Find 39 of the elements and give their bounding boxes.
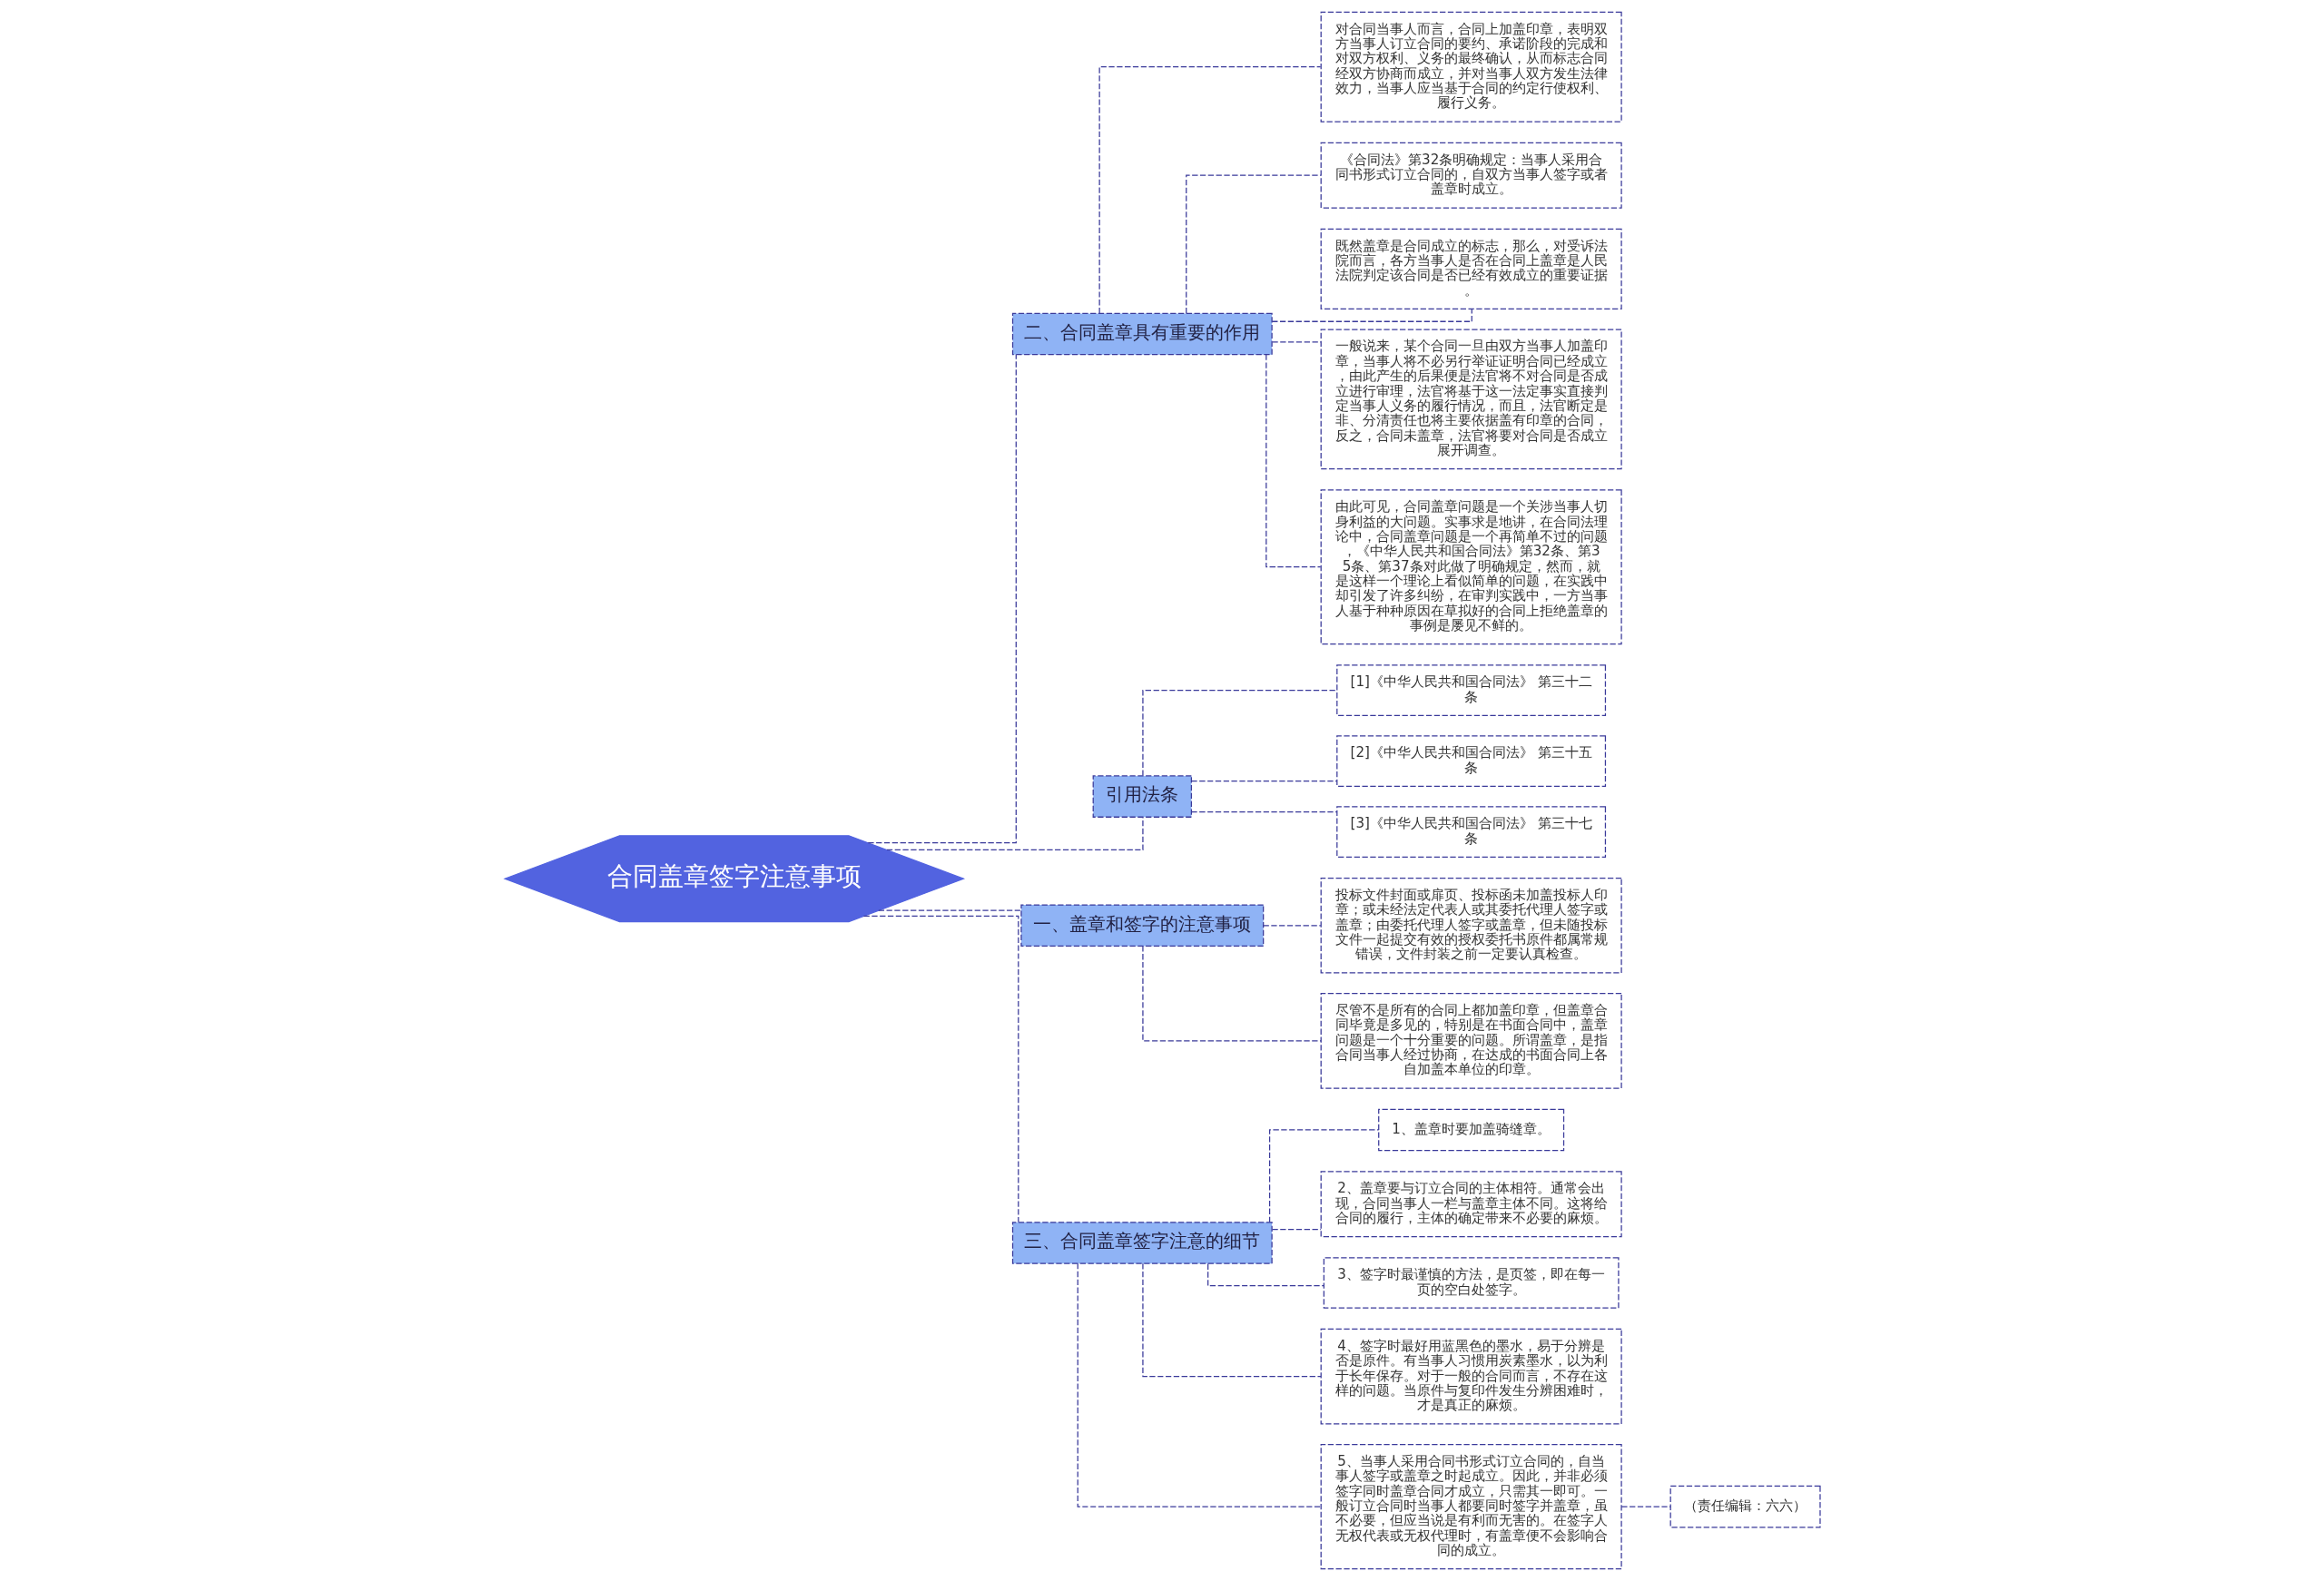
node-box: 5、当事人采用合同书形式订立合同的，自当事人签字或盖章之时起成立。因此，并非必须签字同时盖章合同才成立，只需其一即可。一般订立合同时当事人都要同时签字并盖章，虽不必要，但应当说是有利而无害的。在签字人无权代表或无权代理时，有盖章便不会影响合同的成立。 — [1320, 1443, 1622, 1570]
node-box: 1、盖章时要加盖骑缝章。 — [1377, 1108, 1564, 1152]
node-box: 引用法条 — [1092, 775, 1192, 818]
node-box: 一、盖章和签字的注意事项 — [1019, 904, 1264, 948]
connector — [877, 909, 1021, 911]
connector — [885, 816, 1144, 851]
node-box: （责任编辑：六六） — [1669, 1485, 1821, 1528]
connector — [1185, 174, 1322, 314]
node-box: 3、签字时最谨慎的方法，是页签，即在每一页的空白处签字。 — [1323, 1257, 1620, 1309]
node-box: 2、盖章要与订立合同的主体相符。通常会出现，合同当事人一栏与盖章主体不同。这将给合同的履行，主体的确定带来不必要的麻烦。 — [1320, 1171, 1622, 1238]
connector — [1268, 1129, 1379, 1223]
connector — [1190, 781, 1337, 782]
node-box: 《合同法》第32条明确规定：当事人采用合同书形式订立合同的，自双方当事人签字或者盖章时成立。 — [1320, 142, 1622, 209]
node-box: [2]《中华人民共和国合同法》 第三十五条 — [1335, 735, 1606, 787]
connector — [1141, 945, 1322, 1042]
node-box: 投标文件封面或扉页、投标函未加盖投标人印章；或未经法定代表人或其委托代理人签字或盖章；由委托代理人签字或盖章，但未随投标文件一起提交有效的授权委托书原件都属常规错误，文件封装之前一定要认真检查。 — [1320, 877, 1622, 974]
node-box: 二、合同盖章具有重要的作用 — [1011, 312, 1273, 356]
connector — [1620, 1506, 1671, 1507]
node-box: 既然盖章是合同成立的标志，那么，对受诉法院而言，各方当事人是否在合同上盖章是人民法院判定该合同是否已经有效成立的重要证据。 — [1320, 228, 1622, 310]
connector — [867, 354, 1017, 844]
node-box: 三、合同盖章签字注意的细节 — [1011, 1222, 1273, 1264]
connector — [1262, 925, 1322, 927]
node-box: 由此可见，合同盖章问题是一个关涉当事人切身利益的大问题。实事求是地讲，在合同法理论中，合同盖章问题是一个再简单不过的问题，《中华人民共和国合同法》第32条、第35条、第37条对此做了明确规定，然而，就是这样一个理论上看似简单的问题，在实践中却引发了许多纠纷，在审判实践中，一方当事人基于种种原因在草拟好的合同上拒绝盖章的事例是屡见不鲜的。 — [1320, 489, 1622, 645]
node-box: 4、签字时最好用蓝黑色的墨水，易于分辨是否是原件。有当事人习惯用炭素墨水，以为利于长年保存。对于一般的合同而言，不存在这样的问题。当原件与复印件发生分辨困难时，才是真正的麻烦。 — [1320, 1328, 1622, 1425]
connector — [1271, 341, 1322, 343]
connector — [1098, 66, 1321, 314]
connector — [1141, 690, 1337, 777]
connector — [1271, 309, 1472, 322]
connector — [1271, 1229, 1322, 1231]
node-box: 尽管不是所有的合同上都加盖印章，但盖章合同毕竟是多见的，特别是在书面合同中，盖章问题是一个十分重要的问题。所谓盖章，是指合同当事人经过协商，在达成的书面合同上各自加盖本单位的印章。 — [1320, 993, 1622, 1089]
node-box: 一般说来，某个合同一旦由双方当事人加盖印章，当事人将不必另行举证证明合同已经成立，由此产生的后果便是法官将不对合同是否成立进行审理，法官将基于这一法定事实直接判定当事人义务的履行情况，而且，法官断定是非、分清责任也将主要依据盖有印章的合同，反之，合同未盖章，法官将要对合同是否成立展开调查。 — [1320, 329, 1622, 470]
node-box: [1]《中华人民共和国合同法》 第三十二条 — [1335, 664, 1606, 716]
connector — [1077, 1262, 1322, 1507]
connector — [1265, 354, 1321, 568]
node-box: [3]《中华人民共和国合同法》 第三十七条 — [1335, 806, 1606, 858]
node-box: 对合同当事人而言，合同上加盖印章，表明双方当事人订立合同的要约、承诺阶段的完成和对双方权利、义务的最终确认，从而标志合同经双方协商而成立，并对当事人双方发生法律效力，当事人应当基于合同的约定行使权利、履行义务。 — [1320, 11, 1622, 123]
connector — [1141, 1262, 1322, 1378]
connector — [862, 915, 1019, 1223]
connector — [1190, 810, 1337, 813]
